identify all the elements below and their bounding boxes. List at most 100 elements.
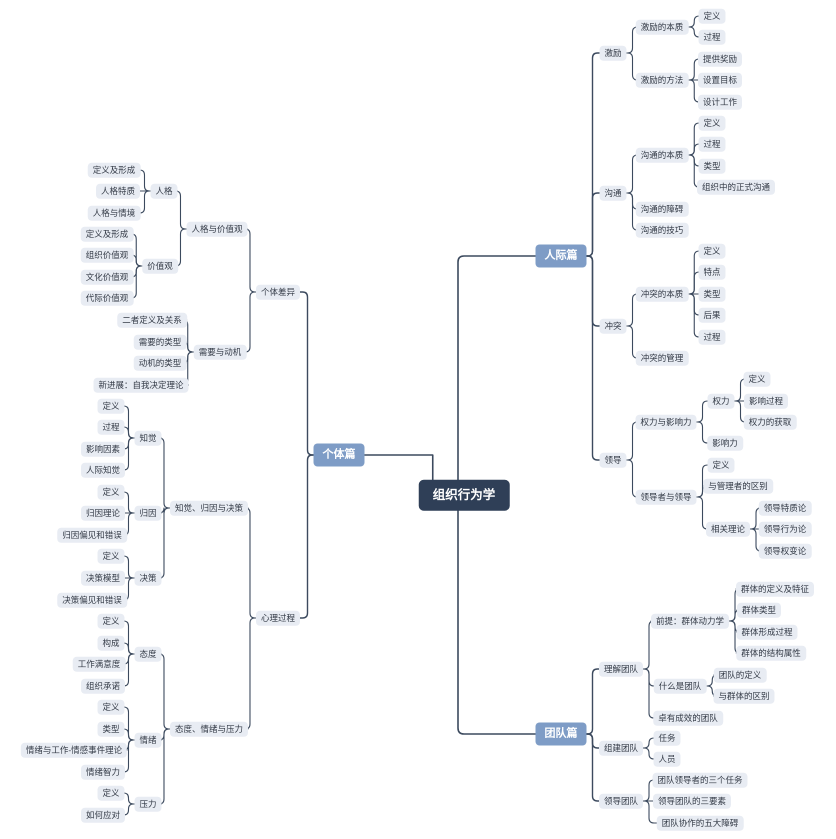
node-motivation-method[interactable]: 激励的方法	[635, 72, 689, 88]
node-group-dynamics[interactable]: 前提：群体动力学	[650, 613, 730, 629]
node-influence[interactable]: 影响力	[707, 435, 743, 451]
leaf-node[interactable]: 过程	[698, 29, 726, 45]
leaf-node[interactable]: 动机的类型	[133, 355, 187, 371]
node-communication[interactable]: 沟通	[599, 185, 627, 201]
leaf-node[interactable]: 归因偏见和错误	[57, 527, 127, 543]
node-attitude-emotion-stress[interactable]: 态度、情绪与压力	[169, 721, 249, 737]
node-conflict-essence[interactable]: 冲突的本质	[635, 286, 689, 302]
node-psychological-process[interactable]: 心理过程	[255, 610, 301, 626]
node-leader-definition[interactable]: 定义	[707, 457, 735, 473]
leaf-node[interactable]: 团队领导者的三个任务	[652, 772, 748, 788]
leaf-node[interactable]: 领导团队的三要素	[652, 793, 732, 809]
node-what-is-team[interactable]: 什么是团队	[653, 678, 707, 694]
node-attribution[interactable]: 归因	[134, 505, 162, 521]
node-conflict-management[interactable]: 冲突的管理	[635, 350, 689, 366]
leaf-node[interactable]: 类型	[97, 721, 125, 737]
leaf-node[interactable]: 工作满意度	[72, 656, 126, 672]
leaf-node[interactable]: 设计工作	[697, 94, 743, 110]
leaf-node[interactable]: 定义	[698, 243, 726, 259]
leaf-node[interactable]: 群体类型	[736, 602, 782, 618]
leaf-node[interactable]: 过程	[97, 419, 125, 435]
leaf-node[interactable]: 定义	[97, 699, 125, 715]
leaf-node[interactable]: 定义及形成	[87, 162, 141, 178]
leaf-node[interactable]: 构成	[97, 635, 125, 651]
leaf-node[interactable]: 群体形成过程	[736, 624, 798, 640]
node-decision[interactable]: 决策	[134, 570, 162, 586]
leaf-node[interactable]: 新进展：自我决定理论	[93, 377, 189, 393]
leaf-node[interactable]: 定义	[97, 613, 125, 629]
node-leadership[interactable]: 领导	[599, 452, 627, 468]
node-effective-team[interactable]: 卓有成效的团队	[653, 710, 723, 726]
leaf-node[interactable]: 决策模型	[80, 570, 126, 586]
leaf-node[interactable]: 情绪与工作-情感事件理论	[20, 742, 128, 758]
leaf-node[interactable]: 提供奖励	[697, 51, 743, 67]
leaf-node[interactable]: 人际知觉	[80, 462, 126, 478]
leaf-node[interactable]: 如何应对	[80, 807, 126, 823]
leaf-node[interactable]: 后果	[698, 307, 726, 323]
node-personality[interactable]: 人格	[150, 183, 178, 199]
node-stress[interactable]: 压力	[134, 796, 162, 812]
leaf-node[interactable]: 类型	[698, 158, 726, 174]
leaf-node[interactable]: 设置目标	[697, 72, 743, 88]
node-understand-team[interactable]: 理解团队	[598, 661, 644, 677]
leaf-node[interactable]: 二者定义及关系	[117, 312, 187, 328]
leaf-node[interactable]: 定义及形成	[80, 226, 134, 242]
leaf-node[interactable]: 组织价值观	[80, 247, 134, 263]
leaf-node[interactable]: 领导行为论	[758, 521, 812, 537]
leaf-node[interactable]: 定义	[97, 785, 125, 801]
leaf-node[interactable]: 定义	[97, 484, 125, 500]
node-leader-manager-difference[interactable]: 与管理者的区别	[703, 478, 773, 494]
leaf-node[interactable]: 文化价值观	[80, 269, 134, 285]
node-lead-team[interactable]: 领导团队	[598, 793, 644, 809]
leaf-node[interactable]: 代际价值观	[80, 290, 134, 306]
leaf-node[interactable]: 组织承诺	[80, 678, 126, 694]
node-values[interactable]: 价值观	[142, 258, 178, 274]
node-needs-motivation[interactable]: 需要与动机	[193, 344, 247, 360]
node-communication-essence[interactable]: 沟通的本质	[635, 147, 689, 163]
leaf-node[interactable]: 决策偏见和错误	[57, 592, 127, 608]
node-build-team[interactable]: 组建团队	[598, 740, 644, 756]
node-perception-attribution-decision[interactable]: 知觉、归因与决策	[169, 500, 249, 516]
leaf-node[interactable]: 影响因素	[80, 441, 126, 457]
leaf-node[interactable]: 过程	[698, 136, 726, 152]
leaf-node[interactable]: 团队的定义	[713, 667, 767, 683]
leaf-node[interactable]: 人员	[653, 751, 681, 767]
node-motivation[interactable]: 激励	[599, 45, 627, 61]
leaf-node[interactable]: 情绪智力	[80, 764, 126, 780]
branch-team[interactable]: 团队篇	[535, 722, 587, 746]
node-emotion[interactable]: 情绪	[134, 732, 162, 748]
node-power-influence[interactable]: 权力与影响力	[635, 414, 697, 430]
leaf-node[interactable]: 定义	[743, 371, 771, 387]
leaf-node[interactable]: 定义	[97, 398, 125, 414]
leaf-node[interactable]: 定义	[97, 548, 125, 564]
node-power[interactable]: 权力	[707, 393, 735, 409]
node-communication-barriers[interactable]: 沟通的障碍	[635, 201, 689, 217]
leaf-node[interactable]: 群体的结构属性	[736, 645, 806, 661]
leaf-node[interactable]: 人格与情境	[87, 205, 141, 221]
node-perception[interactable]: 知觉	[134, 430, 162, 446]
leaf-node[interactable]: 领导权变论	[758, 543, 812, 559]
node-communication-skills[interactable]: 沟通的技巧	[635, 222, 689, 238]
node-leader-and-leadership[interactable]: 领导者与领导	[635, 489, 697, 505]
leaf-node[interactable]: 领导特质论	[758, 500, 812, 516]
leaf-node[interactable]: 过程	[698, 329, 726, 345]
leaf-node[interactable]: 定义	[698, 8, 726, 24]
leaf-node[interactable]: 特点	[698, 264, 726, 280]
node-individual-differences[interactable]: 个体差异	[255, 284, 301, 300]
node-attitude[interactable]: 态度	[134, 646, 162, 662]
leaf-node[interactable]: 组织中的正式沟通	[696, 179, 776, 195]
leaf-node[interactable]: 人格特质	[95, 183, 141, 199]
leaf-node[interactable]: 群体的定义及特征	[735, 581, 815, 597]
node-leadership-theories[interactable]: 相关理论	[705, 521, 751, 537]
leaf-node[interactable]: 定义	[698, 115, 726, 131]
root-node[interactable]: 组织行为学	[418, 479, 510, 511]
node-motivation-essence[interactable]: 激励的本质	[635, 19, 689, 35]
leaf-node[interactable]: 影响过程	[743, 393, 789, 409]
node-conflict[interactable]: 冲突	[599, 318, 627, 334]
leaf-node[interactable]: 任务	[653, 730, 681, 746]
leaf-node[interactable]: 与群体的区别	[713, 688, 775, 704]
leaf-node[interactable]: 归因理论	[80, 505, 126, 521]
leaf-node[interactable]: 权力的获取	[743, 414, 797, 430]
leaf-node[interactable]: 团队协作的五大障碍	[656, 815, 744, 831]
node-personality-values[interactable]: 人格与价值观	[186, 221, 248, 237]
